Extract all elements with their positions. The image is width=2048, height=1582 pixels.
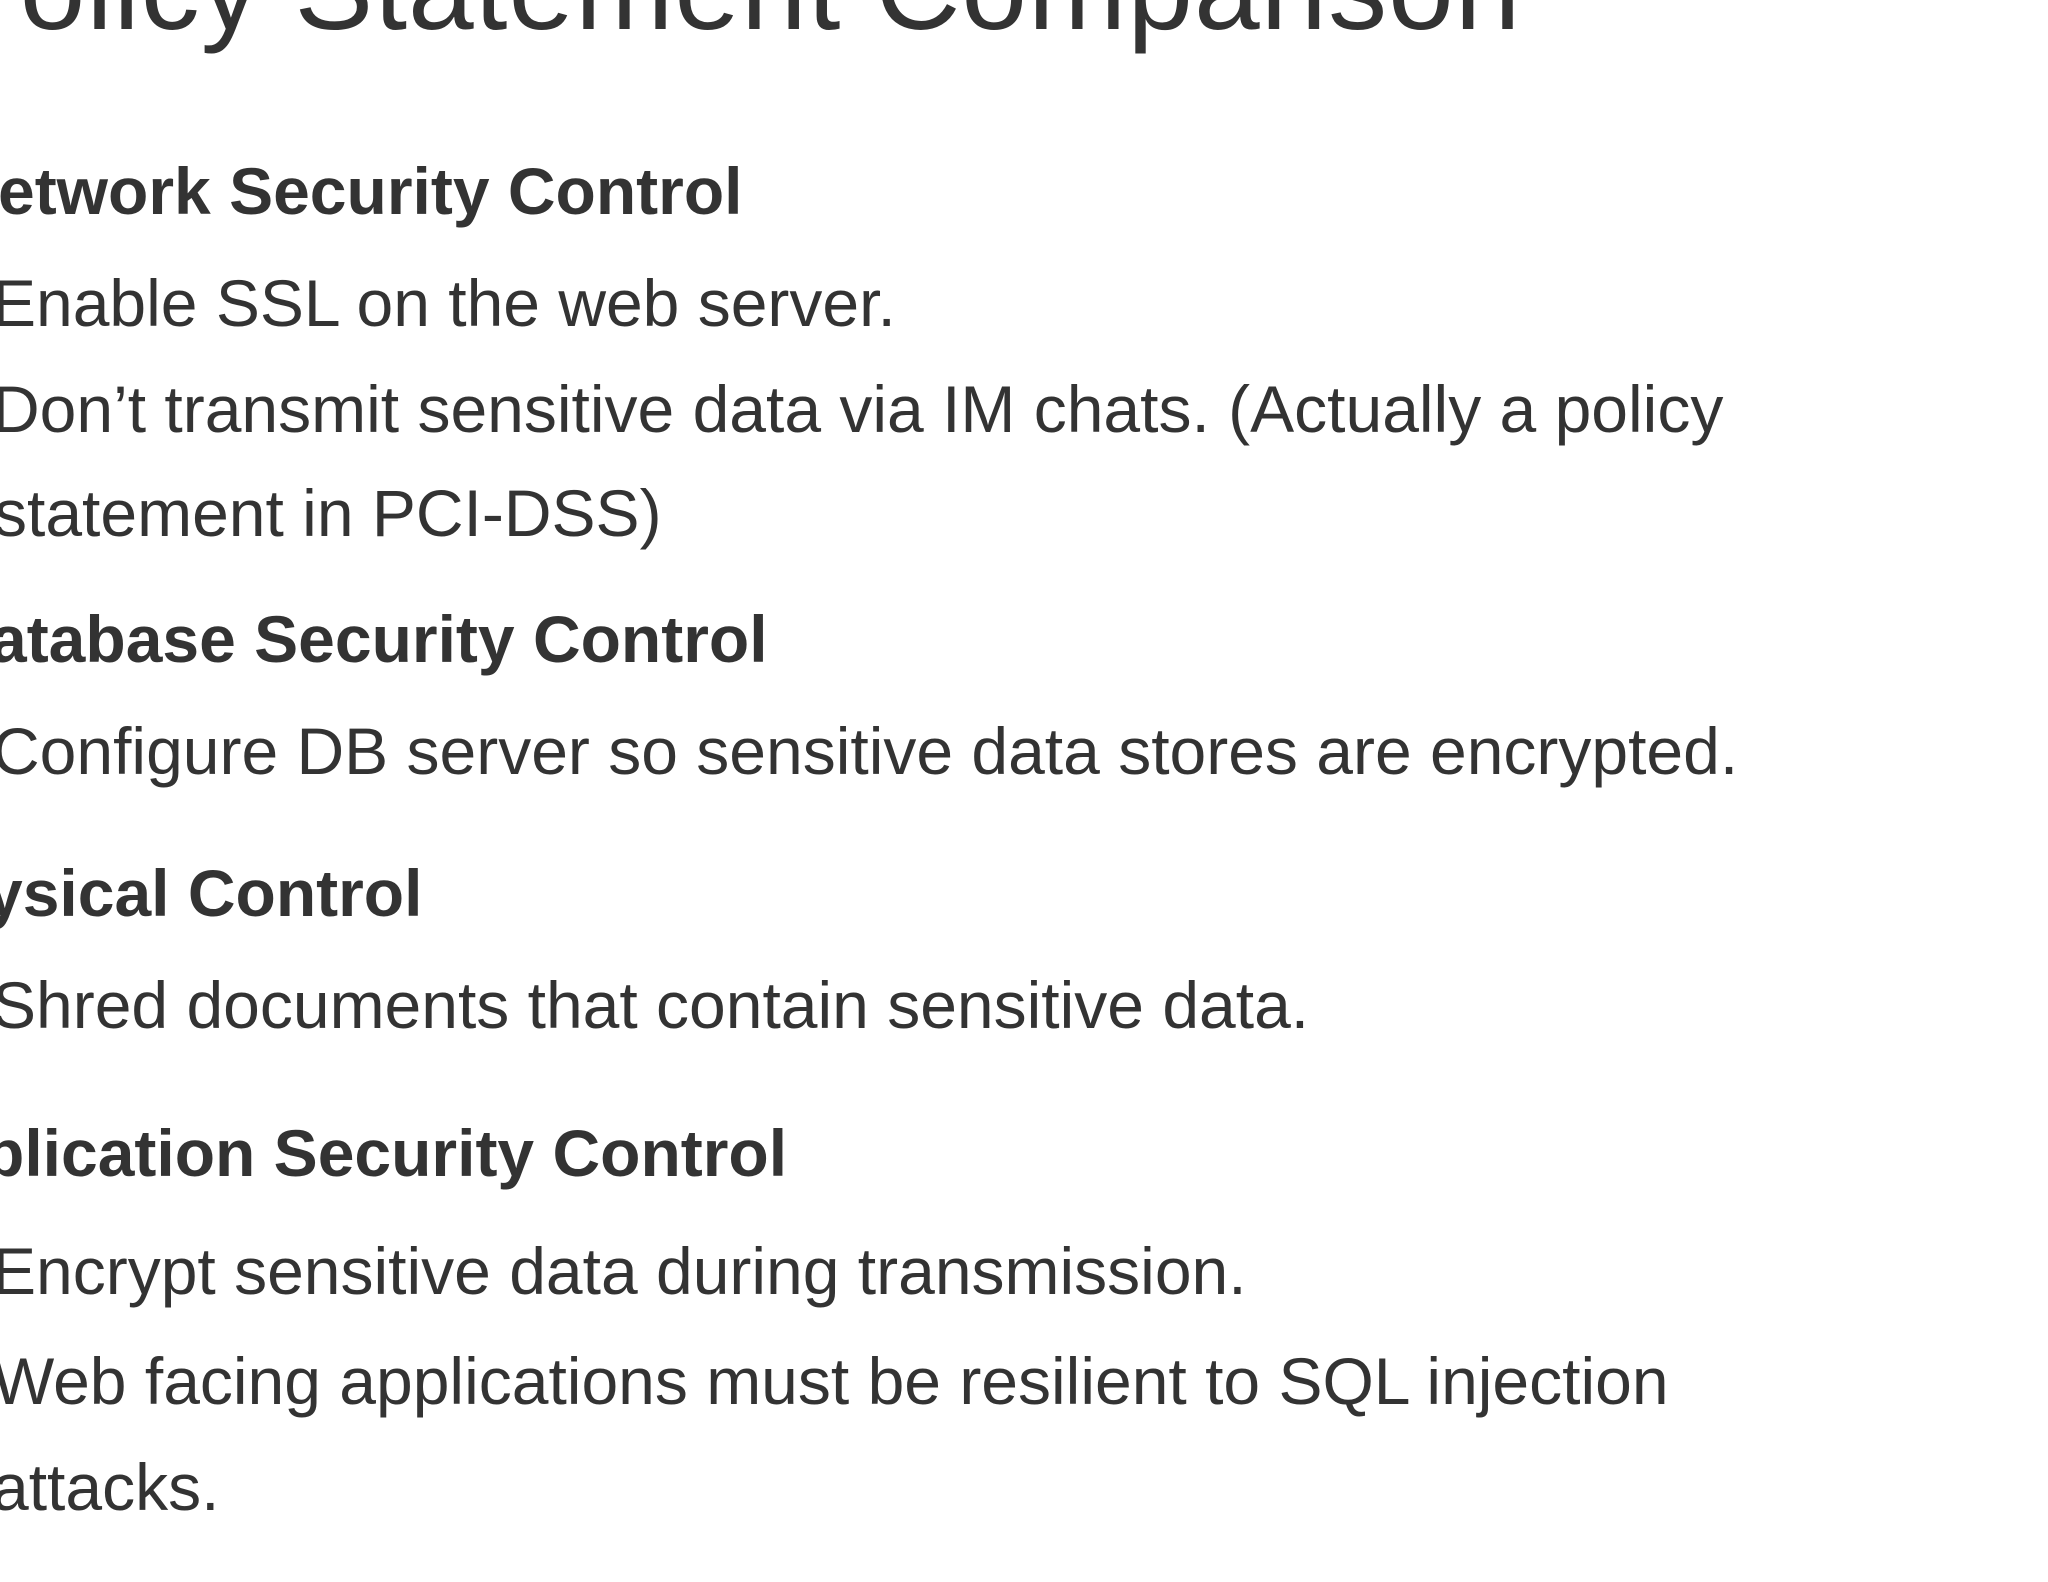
slide-title: Policy Statement Comparison <box>0 0 1521 48</box>
list-item: attacks. <box>0 1450 220 1524</box>
list-item: Shred documents that contain sensitive d… <box>0 968 1310 1042</box>
list-item: Don’t transmit sensitive data via IM cha… <box>0 372 1724 446</box>
section-heading-application: plication Security Control <box>0 1116 788 1190</box>
list-item: Enable SSL on the web server. <box>0 266 896 340</box>
list-item: Web facing applications must be resilien… <box>0 1344 1669 1418</box>
list-item: Encrypt sensitive data during transmissi… <box>0 1234 1247 1308</box>
list-item: statement in PCI-DSS) <box>0 476 662 550</box>
section-heading-network: etwork Security Control <box>0 154 743 228</box>
section-heading-physical: ysical Control <box>0 856 423 930</box>
section-heading-database: atabase Security Control <box>0 602 768 676</box>
list-item: Configure DB server so sensitive data st… <box>0 714 1739 788</box>
